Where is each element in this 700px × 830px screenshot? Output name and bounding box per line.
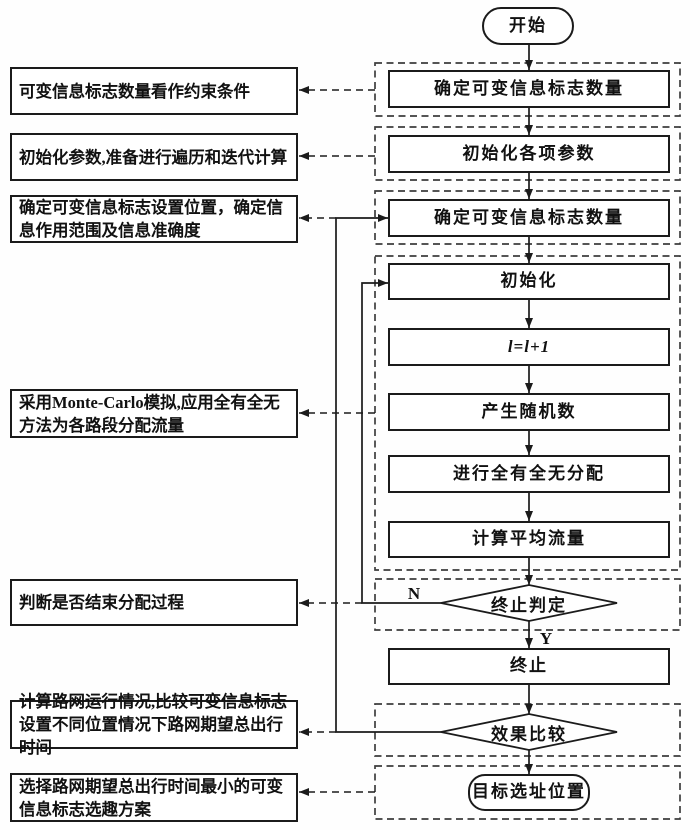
decision-compare-label: 效果比较: [491, 724, 567, 744]
start-node: 开始: [482, 7, 574, 45]
annotation-set-position: 确定可变信息标志设置位置，确定信息作用范围及信息准确度: [10, 195, 298, 243]
step-determine-vms-count: 确定可变信息标志数量: [388, 70, 670, 108]
loop-outer-branch: [335, 214, 441, 733]
annotation-choose-plan: 选择路网期望总出行时间最小的可变信息标志选趣方案: [10, 773, 298, 822]
decision-compare-shape: [440, 713, 618, 751]
branch-label-n: N: [407, 584, 421, 603]
annotation-constraint: 可变信息标志数量看作约束条件: [10, 67, 298, 115]
end-target-location: 目标选址位置: [468, 774, 590, 811]
annotation-monte-carlo: 采用Monte-Carlo模拟,应用全有全无方法为各路段分配流量: [10, 389, 298, 438]
step-generate-random: 产生随机数: [388, 393, 670, 431]
loop-n-branch: [361, 279, 441, 604]
dashed-group-borders: [374, 62, 681, 820]
decision-terminate-shape: [440, 584, 618, 622]
annotation-judge-end: 判断是否结束分配过程: [10, 579, 298, 626]
step-terminate: 终止: [388, 648, 670, 685]
branch-label-y: Y: [539, 629, 553, 648]
decision-terminate-label: 终止判定: [491, 595, 567, 615]
step-determine-vms-count-2: 确定可变信息标志数量: [388, 199, 670, 237]
annotation-links: [299, 86, 375, 796]
annotation-init-params: 初始化参数,准备进行遍历和迭代计算: [10, 133, 298, 181]
step-increment-counter: l=l+1: [388, 328, 670, 366]
step-initialize: 初始化: [388, 263, 670, 300]
step-average-flow: 计算平均流量: [388, 521, 670, 558]
step-init-params: 初始化各项参数: [388, 135, 670, 173]
step-all-or-nothing: 进行全有全无分配: [388, 455, 670, 493]
annotation-compare-network: 计算路网运行情况,比较可变信息标志设置不同位置情况下路网期望总出行时间: [10, 692, 298, 757]
